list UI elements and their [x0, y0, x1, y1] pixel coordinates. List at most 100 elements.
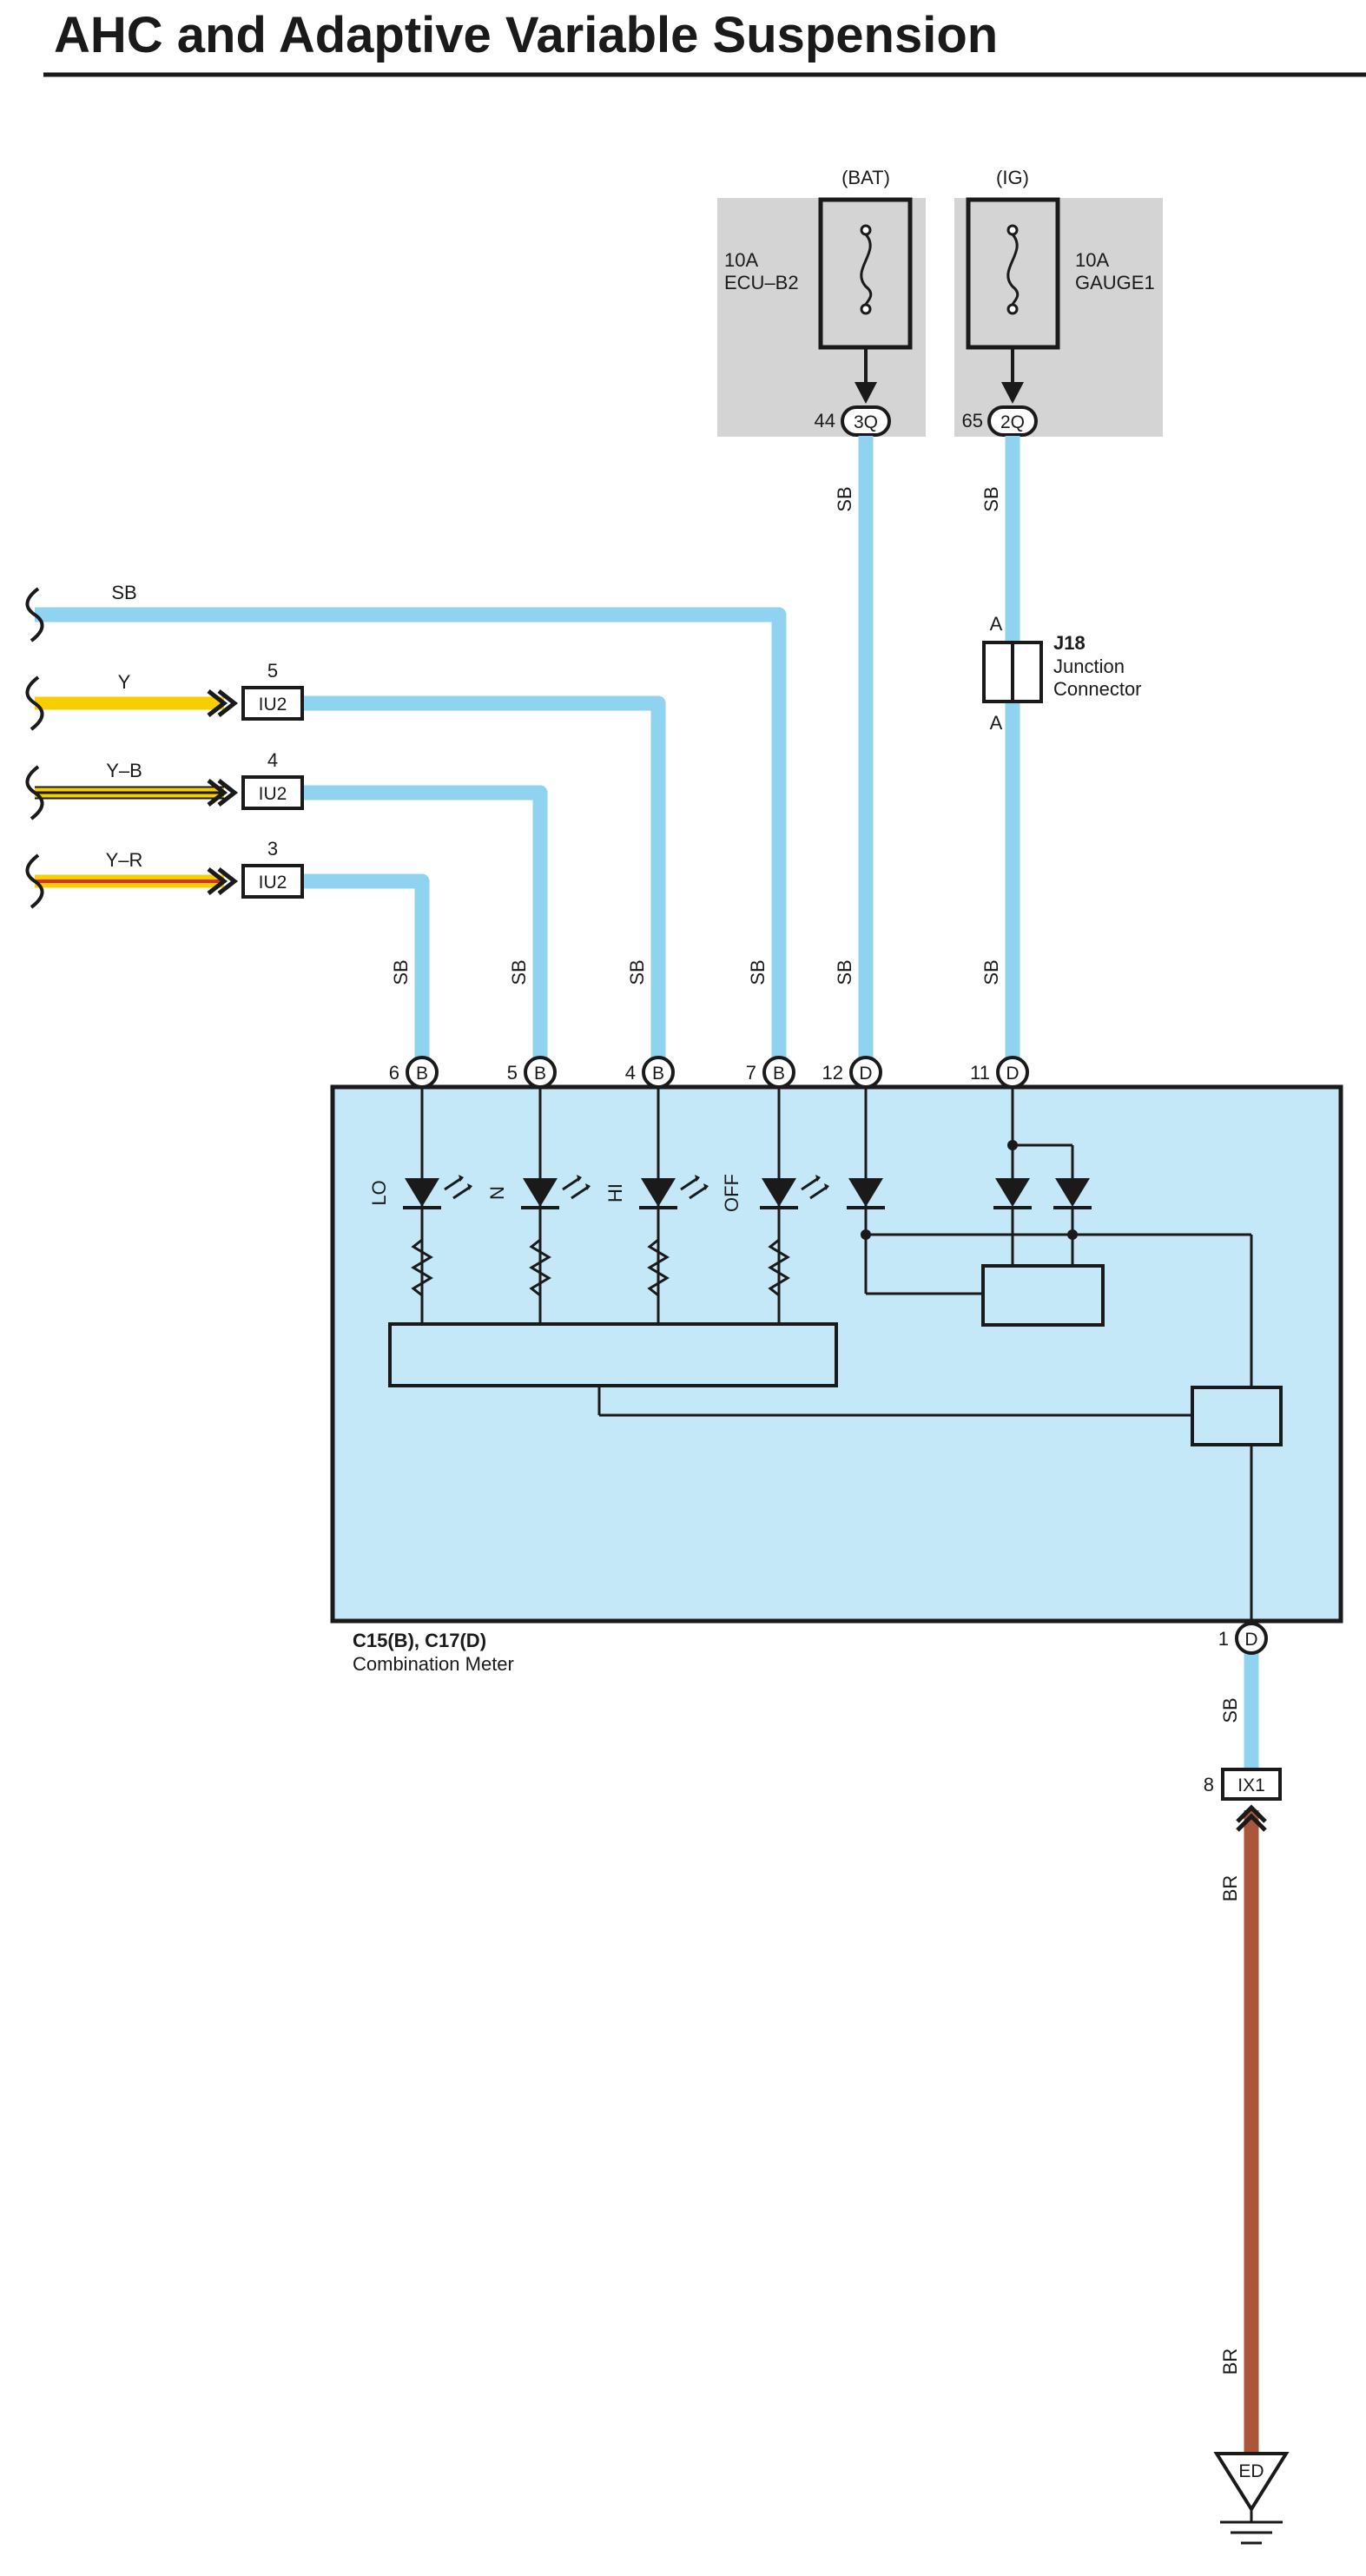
- resistor-icon: [768, 1238, 790, 1297]
- chevron-right-icon: [207, 779, 239, 807]
- junction-dot: [861, 1229, 871, 1240]
- fuse-ig-connector: [987, 405, 1038, 437]
- wire-sb-yr: [304, 873, 430, 1072]
- chevron-up-icon: [1236, 1804, 1267, 1832]
- ground-triangle: [1213, 2452, 1290, 2513]
- light-ray-icon: [801, 1177, 827, 1200]
- input-wires: [35, 696, 224, 888]
- ground-ed: ED: [1213, 2452, 1290, 2545]
- fuse-bat-amp: 10A: [724, 249, 758, 271]
- meter-pin-4b: B 4: [625, 1056, 675, 1089]
- fuse-ig-terminal: [1006, 303, 1019, 315]
- pin-connector: B: [773, 1064, 785, 1084]
- sb-wires: [35, 436, 1259, 1771]
- fuse-bat-connector: [841, 405, 891, 437]
- led-label: LO: [368, 1180, 390, 1205]
- fuse-bat-name: ECU–B2: [724, 272, 799, 293]
- meter-pin-6b: B 6: [389, 1056, 439, 1089]
- led-label: HI: [604, 1183, 626, 1202]
- light-ray-icon: [680, 1177, 706, 1200]
- wire-label-br-bottom: BR: [1219, 2349, 1241, 2375]
- fuse-ig-amp: 10A: [1075, 249, 1109, 271]
- wire-breaks: [25, 587, 44, 909]
- pin-connector: B: [534, 1064, 546, 1084]
- fuse-bat-connector-label: 3Q: [854, 412, 878, 432]
- pin-connector: D: [1244, 1630, 1257, 1650]
- connector-label: IU2: [259, 784, 287, 804]
- connector-box: [241, 864, 304, 899]
- fuse-bat-terminal: [860, 303, 872, 315]
- junction-name-2: Connector: [1053, 678, 1142, 700]
- led-hi: HI: [604, 1175, 709, 1297]
- led-label: N: [486, 1186, 508, 1200]
- junction-id: J18: [1053, 632, 1086, 654]
- meter-pin-11d: D 11: [970, 1056, 1029, 1089]
- wire-sb-input: [35, 607, 787, 1072]
- connector-iu2-3: IU2 3: [207, 838, 304, 899]
- led-off: OFF: [721, 1174, 829, 1297]
- fuse-ig-arrow: [1001, 382, 1024, 404]
- wire-label-sb: SB: [111, 582, 136, 603]
- pin-circle: [1235, 1622, 1268, 1655]
- wire-label-sb-3: SB: [626, 959, 648, 985]
- ground-label: ED: [1238, 2461, 1264, 2481]
- wire-label-sb-1: SB: [390, 959, 412, 985]
- connector-ix1: IX1 8: [1204, 1768, 1282, 1832]
- junction-dot: [1007, 1140, 1018, 1150]
- pin-connector: D: [1006, 1064, 1019, 1084]
- pin-number: 11: [970, 1062, 990, 1084]
- meter-ids: C15(B), C17(D): [353, 1630, 486, 1651]
- pin-number: 12: [822, 1062, 843, 1084]
- led-n: N: [486, 1175, 591, 1297]
- pin-connector: D: [859, 1064, 872, 1084]
- led-icon: [405, 1178, 439, 1207]
- junction-pin-top: A: [990, 613, 1003, 635]
- resistor-icon: [411, 1238, 433, 1297]
- fuse-bat-element: [860, 233, 873, 306]
- wire-label-yb: Y–B: [106, 760, 142, 781]
- connector-pin: 5: [267, 660, 278, 682]
- wire-label-sb-4: SB: [747, 959, 769, 985]
- sb-vertical-labels: SB SB SB SB SB SB SB SB SB BR BR: [390, 486, 1241, 2375]
- connector-pin: 3: [267, 838, 278, 860]
- meter-pin-1d: D 1: [1218, 1622, 1268, 1655]
- fuse-bat-arrow: [855, 382, 877, 404]
- pin-number: 1: [1218, 1628, 1229, 1650]
- junction-pin-bottom: A: [990, 712, 1003, 734]
- fuse-bat: (BAT) 10A ECU–B2 44 3Q: [717, 167, 926, 437]
- pin-number: 6: [389, 1062, 399, 1084]
- meter-ground-block: [1191, 1386, 1283, 1446]
- meter-indicator-block: [388, 1322, 838, 1387]
- wire-label-sb-ground: SB: [1219, 1697, 1241, 1723]
- led-icon: [523, 1178, 558, 1207]
- junction-name-1: Junction: [1053, 656, 1125, 677]
- fuse-ig-pin: 65: [962, 410, 983, 432]
- light-ray-icon: [444, 1177, 470, 1200]
- meter-name: Combination Meter: [353, 1653, 514, 1675]
- pin-circle: [996, 1056, 1029, 1089]
- meter-pin-5b: B 5: [507, 1056, 557, 1089]
- wire-label-yr: Y–R: [106, 849, 143, 871]
- diode-12d: [847, 1178, 885, 1209]
- pin-number: 4: [625, 1062, 636, 1084]
- pin-circle: [406, 1056, 439, 1089]
- wire-label-sb-bat: SB: [834, 486, 855, 511]
- pin-number: 5: [507, 1062, 518, 1084]
- meter-power-block: [981, 1264, 1105, 1327]
- diode-11d-left: [993, 1178, 1032, 1209]
- combination-meter: LO N HI OFF: [330, 1056, 1343, 1675]
- break-mark: [25, 675, 44, 731]
- connector-label: IU2: [259, 873, 287, 893]
- wire-label-sb-5: SB: [834, 959, 855, 985]
- wire-label-y: Y: [118, 671, 131, 693]
- pin-connector: B: [416, 1064, 428, 1084]
- led-icon: [762, 1178, 796, 1207]
- pin-number: 7: [746, 1062, 756, 1084]
- fuse-bat-header: (BAT): [841, 167, 890, 188]
- diode-icon: [995, 1178, 1030, 1207]
- pin-circle: [762, 1056, 795, 1089]
- connector-box: [241, 775, 304, 810]
- fuse-ig: (IG) 10A GAUGE1 65 2Q: [954, 167, 1163, 437]
- fuse-ig-name: GAUGE1: [1075, 272, 1155, 293]
- wire-label-sb-6: SB: [980, 959, 1002, 985]
